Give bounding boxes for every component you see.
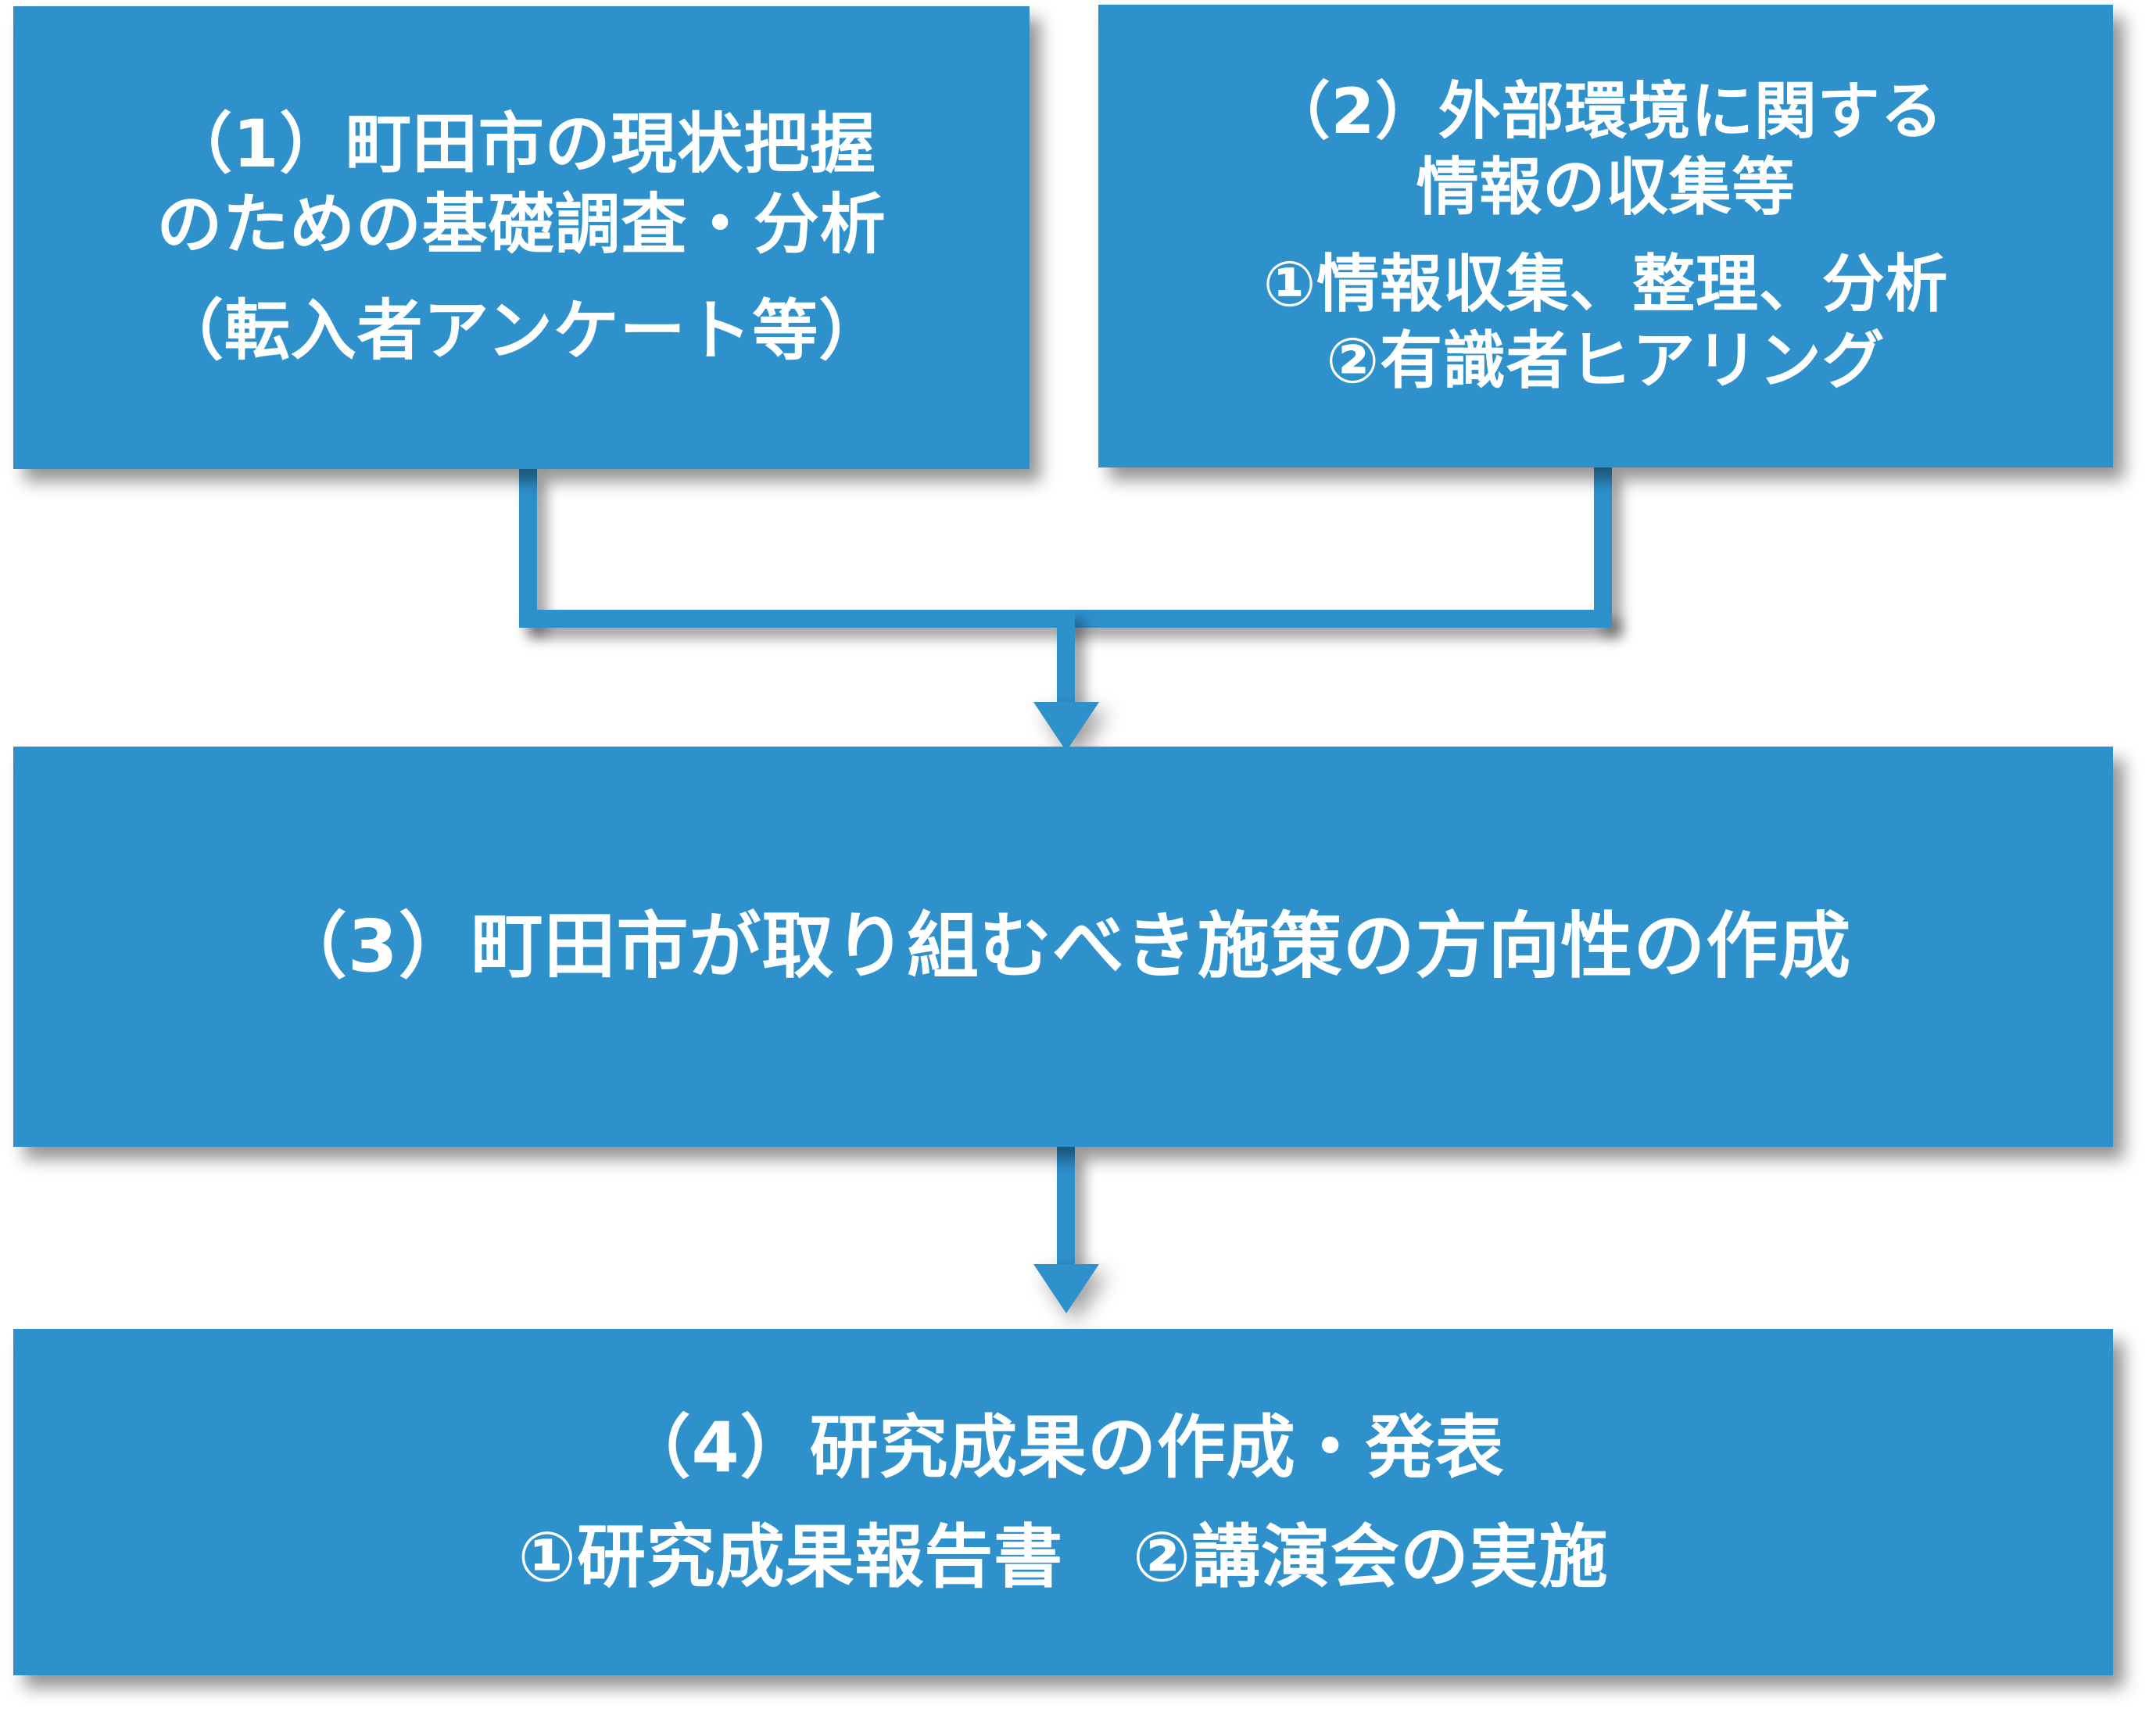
box-step-2-item-2: ②有識者ヒアリング bbox=[1326, 324, 1886, 397]
box-step-2-item-1: ①情報収集、整理、分析 bbox=[1262, 248, 1949, 321]
box-step-4-heading: （4）研究成果の作成・発表 bbox=[622, 1406, 1505, 1489]
connector-step1-vertical bbox=[519, 469, 537, 625]
box-step-1-heading: （1）町田市の現状把握 のための基礎調査・分析 bbox=[156, 104, 886, 264]
connector-step3-to-step4-shaft bbox=[1057, 1147, 1075, 1266]
arrowhead-to-step4 bbox=[1033, 1264, 1099, 1313]
box-step-1-line-3: （転入者アンケート等） bbox=[158, 292, 885, 370]
box-step-4-line-2: ①研究成果報告書 ②講演会の実施 bbox=[518, 1516, 1609, 1597]
box-step-1[interactable]: （1）町田市の現状把握 のための基礎調査・分析 （転入者アンケート等） bbox=[13, 6, 1030, 469]
box-step-3[interactable]: （3）町田市が取り組むべき施策の方向性の作成 bbox=[13, 747, 2113, 1147]
connector-step2-vertical bbox=[1594, 467, 1612, 625]
box-step-2-line-1: （2）外部環境に関する bbox=[1267, 74, 1944, 148]
box-step-1-line-2: のための基礎調査・分析 bbox=[156, 185, 886, 263]
box-step-2-heading: （2）外部環境に関する 情報の収集等 bbox=[1268, 73, 1943, 226]
box-step-1-line-1: （1）町田市の現状把握 bbox=[167, 106, 876, 183]
connector-merge-shaft bbox=[1057, 610, 1075, 704]
arrowhead-to-step3 bbox=[1033, 702, 1099, 751]
box-step-4[interactable]: （4）研究成果の作成・発表 ①研究成果報告書 ②講演会の実施 bbox=[13, 1329, 2113, 1675]
box-step-2-line-2: 情報の収集等 bbox=[1416, 151, 1796, 224]
box-step-3-line-1: （3）町田市が取り組むべき施策の方向性の作成 bbox=[274, 904, 1852, 988]
box-step-2[interactable]: （2）外部環境に関する 情報の収集等 ①情報収集、整理、分析 ②有識者ヒアリング bbox=[1098, 5, 2113, 467]
box-step-4-line-1: （4）研究成果の作成・発表 bbox=[621, 1407, 1505, 1488]
